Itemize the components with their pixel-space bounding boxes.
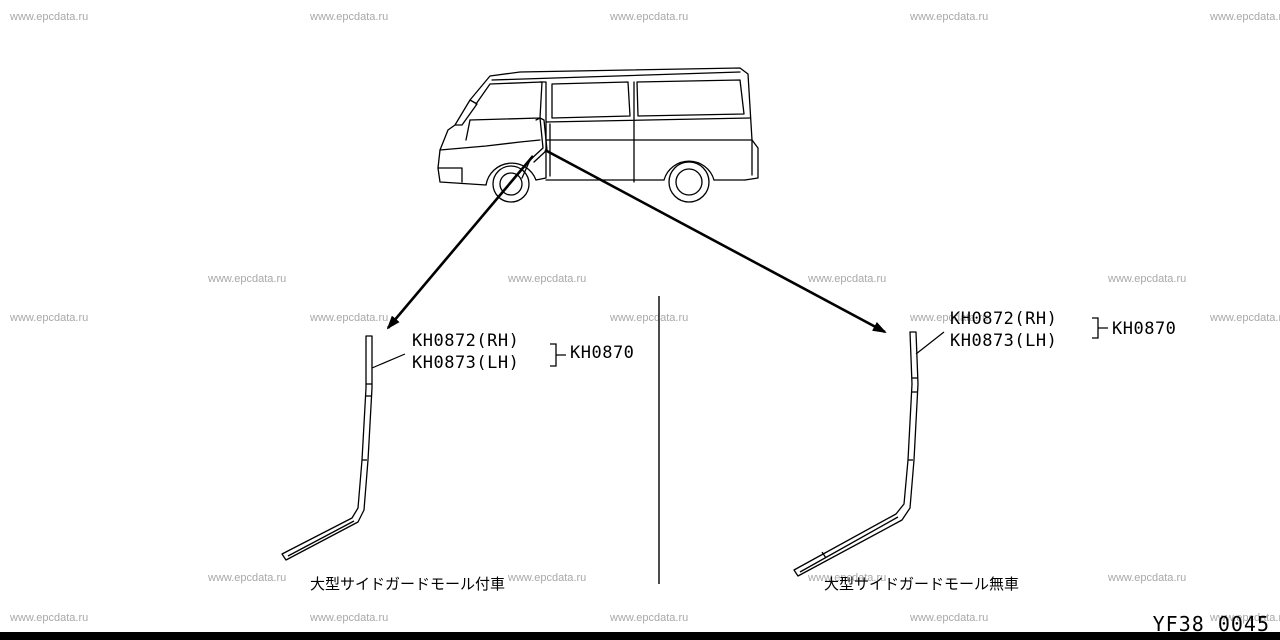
bracket-left <box>550 343 566 367</box>
molding-part-left <box>281 335 373 561</box>
watermark: www.epcdata.ru <box>808 273 887 285</box>
assembly-number-left: KH0870 <box>570 343 635 363</box>
leader-left <box>371 353 406 369</box>
watermark: www.epcdata.ru <box>10 312 89 324</box>
watermark: www.epcdata.ru <box>310 11 389 23</box>
watermark: www.epcdata.ru <box>910 11 989 23</box>
watermark: www.epcdata.ru <box>208 572 287 584</box>
watermark: www.epcdata.ru <box>1210 11 1280 23</box>
watermark: www.epcdata.ru <box>508 273 587 285</box>
arrow-right <box>544 148 887 334</box>
watermark: www.epcdata.ru <box>208 273 287 285</box>
watermark: www.epcdata.ru <box>1108 273 1187 285</box>
watermark: www.epcdata.ru <box>10 11 89 23</box>
part-number-lh-right: KH0873(LH) <box>950 331 1058 351</box>
assembly-number-right: KH0870 <box>1112 319 1177 339</box>
watermark: www.epcdata.ru <box>1210 612 1280 624</box>
watermark: www.epcdata.ru <box>310 612 389 624</box>
watermark: www.epcdata.ru <box>808 572 887 584</box>
watermark: www.epcdata.ru <box>910 612 989 624</box>
watermark: www.epcdata.ru <box>610 11 689 23</box>
watermark: www.epcdata.ru <box>610 312 689 324</box>
molding-part-right <box>793 331 919 577</box>
part-number-rh-right: KH0872(RH) <box>950 309 1058 329</box>
caption-left: 大型サイドガードモール付車 <box>310 575 506 593</box>
arrow-left <box>386 155 534 330</box>
leader-right <box>915 331 945 355</box>
bracket-right <box>1092 317 1108 339</box>
caption-right: 大型サイドガードモール無車 <box>824 575 1020 593</box>
watermark: www.epcdata.ru <box>910 312 989 324</box>
watermark: www.epcdata.ru <box>1108 572 1187 584</box>
watermark: www.epcdata.ru <box>310 312 389 324</box>
watermark: www.epcdata.ru <box>508 572 587 584</box>
watermark: www.epcdata.ru <box>10 612 89 624</box>
part-number-lh-left: KH0873(LH) <box>412 353 520 373</box>
part-number-rh-left: KH0872(RH) <box>412 331 520 351</box>
leader-arrows <box>386 148 887 334</box>
bottom-bar <box>0 632 1280 640</box>
watermark: www.epcdata.ru <box>610 612 689 624</box>
watermark: www.epcdata.ru <box>1210 312 1280 324</box>
van-illustration <box>437 67 759 203</box>
